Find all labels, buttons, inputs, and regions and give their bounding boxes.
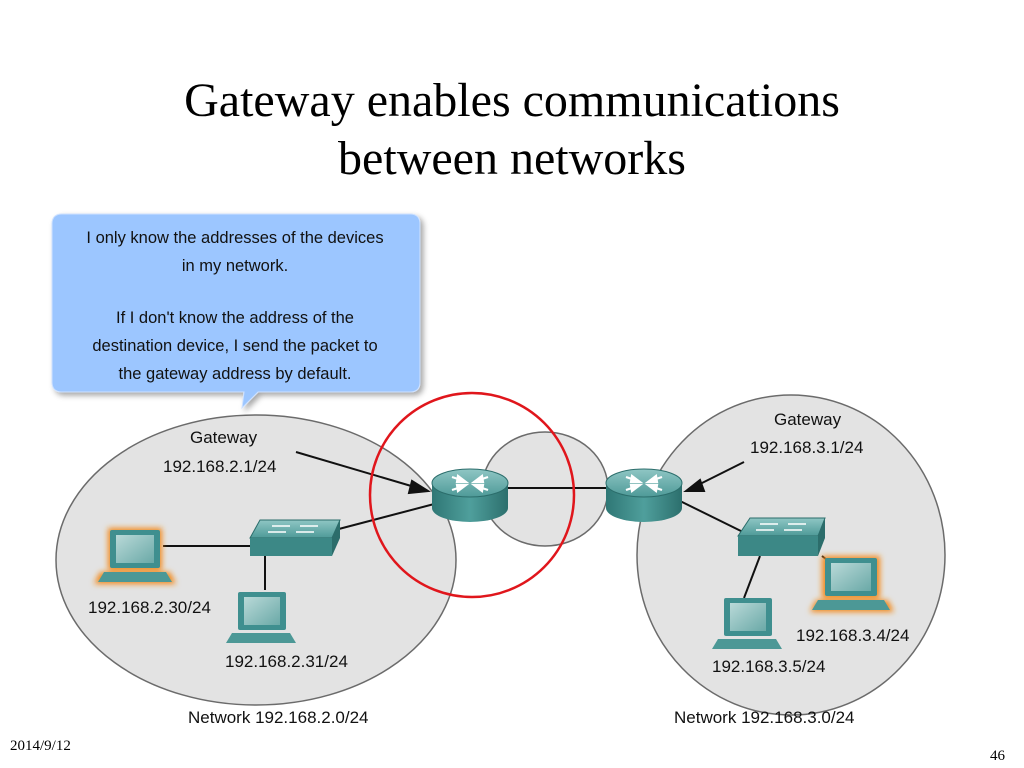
router-left-icon bbox=[431, 468, 509, 522]
left-gateway-address: 192.168.2.1/24 bbox=[163, 457, 277, 476]
router-right-icon bbox=[605, 468, 683, 522]
pc-left-2-icon bbox=[226, 592, 296, 643]
right-gateway-address: 192.168.3.1/24 bbox=[750, 438, 864, 457]
left-host-1-address: 192.168.2.30/24 bbox=[88, 598, 211, 617]
right-host-2-address: 192.168.3.5/24 bbox=[712, 657, 826, 676]
gateway-highlight-circle bbox=[368, 391, 576, 599]
pc-right-2-icon bbox=[712, 598, 782, 649]
slide-title-line-2: between networks bbox=[338, 132, 686, 185]
right-gateway-label: Gateway bbox=[774, 410, 842, 429]
slide-title-line-1: Gateway enables communications bbox=[184, 74, 840, 127]
right-network-label: Network 192.168.3.0/24 bbox=[674, 708, 855, 727]
callout-line-4: destination device, I send the packet to bbox=[92, 337, 378, 355]
gateway-callout: I only know the addresses of the devices… bbox=[52, 214, 418, 390]
callout-line-3: If I don't know the address of the bbox=[116, 309, 354, 327]
pc-right-1-icon bbox=[810, 556, 894, 612]
left-network-label: Network 192.168.2.0/24 bbox=[188, 708, 369, 727]
right-host-1-address: 192.168.3.4/24 bbox=[796, 626, 910, 645]
switch-right-icon bbox=[737, 517, 826, 556]
callout-line-2: in my network. bbox=[181, 257, 289, 275]
slide-page-number: 46 bbox=[990, 748, 1005, 764]
gateway-arrows bbox=[295, 451, 745, 495]
slide-title: Gateway enables communications between n… bbox=[0, 72, 1024, 188]
pc-left-1-icon bbox=[94, 528, 176, 584]
switch-left-icon bbox=[249, 519, 341, 556]
left-gateway-label: Gateway bbox=[190, 428, 258, 447]
callout-line-5: the gateway address by default. bbox=[118, 365, 352, 383]
left-network-area bbox=[55, 414, 457, 706]
left-host-2-address: 192.168.2.31/24 bbox=[225, 652, 348, 671]
callout-line-1: I only know the addresses of the devices bbox=[86, 229, 384, 247]
callout-bubble bbox=[51, 213, 421, 410]
slide-date: 2014/9/12 bbox=[10, 738, 71, 754]
